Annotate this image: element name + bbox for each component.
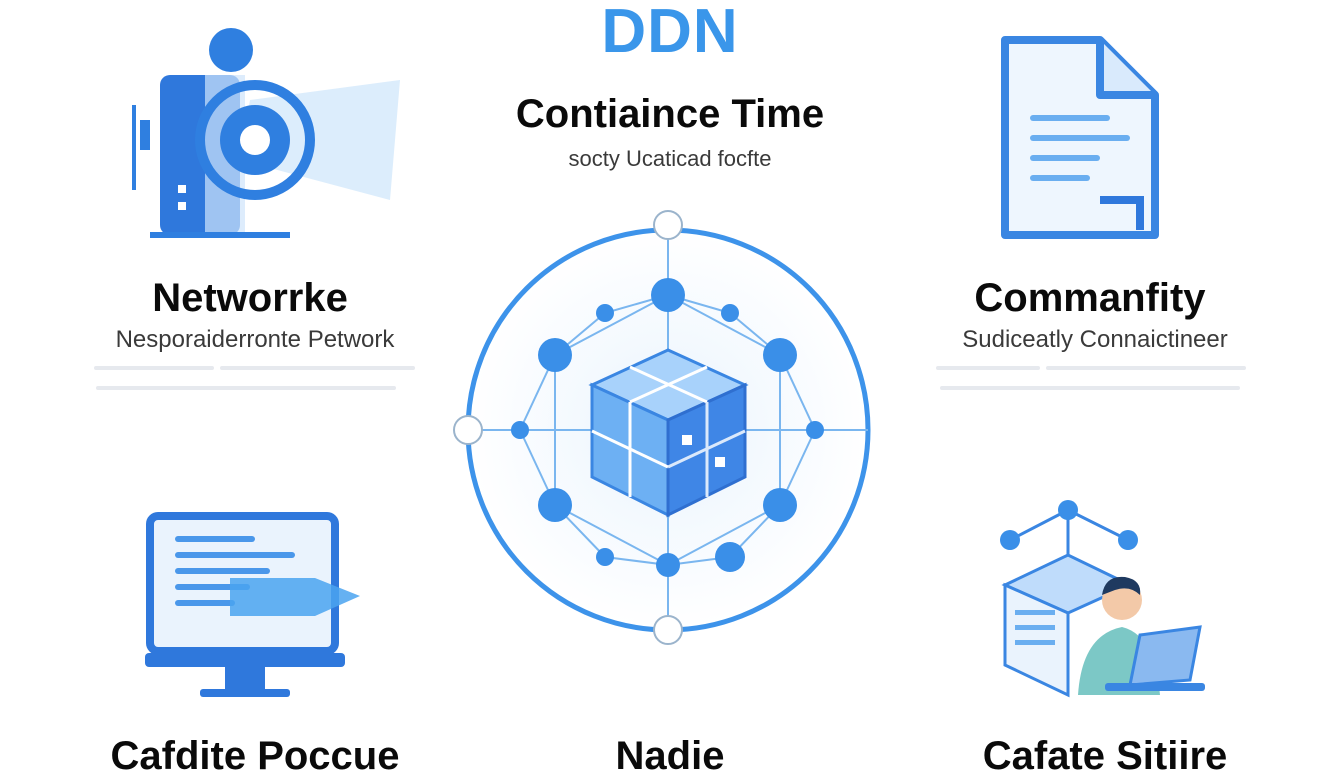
divider-line [936, 366, 1040, 370]
commanfity-subtitle: Sudiceatly Connaictineer [962, 326, 1228, 353]
page-title: Contiaince Time [515, 92, 825, 136]
commanfity-title: Commanfity [974, 276, 1206, 320]
divider-line [1046, 366, 1246, 370]
bottom-left-title: Cafdite Poccue [110, 734, 400, 778]
divider-line [96, 386, 396, 390]
page-subtitle: socty Ucaticad focfte [568, 146, 772, 171]
person-vision-icon [132, 28, 400, 238]
person-laptop-icon [1000, 500, 1205, 698]
document-icon [1001, 36, 1159, 239]
network-diagram [453, 210, 871, 645]
brand-title: DDN [601, 0, 739, 66]
bottom-center-title: Nadie [615, 734, 725, 778]
divider-line [940, 386, 1240, 390]
networrke-title: Networrke [152, 276, 348, 320]
bottom-right-title: Cafate Sitiire [982, 734, 1228, 778]
monitor-icon [145, 512, 360, 697]
divider-line [94, 366, 214, 370]
divider-line [220, 366, 415, 370]
networrke-subtitle: Nesporaiderronte Petwork [115, 326, 395, 353]
